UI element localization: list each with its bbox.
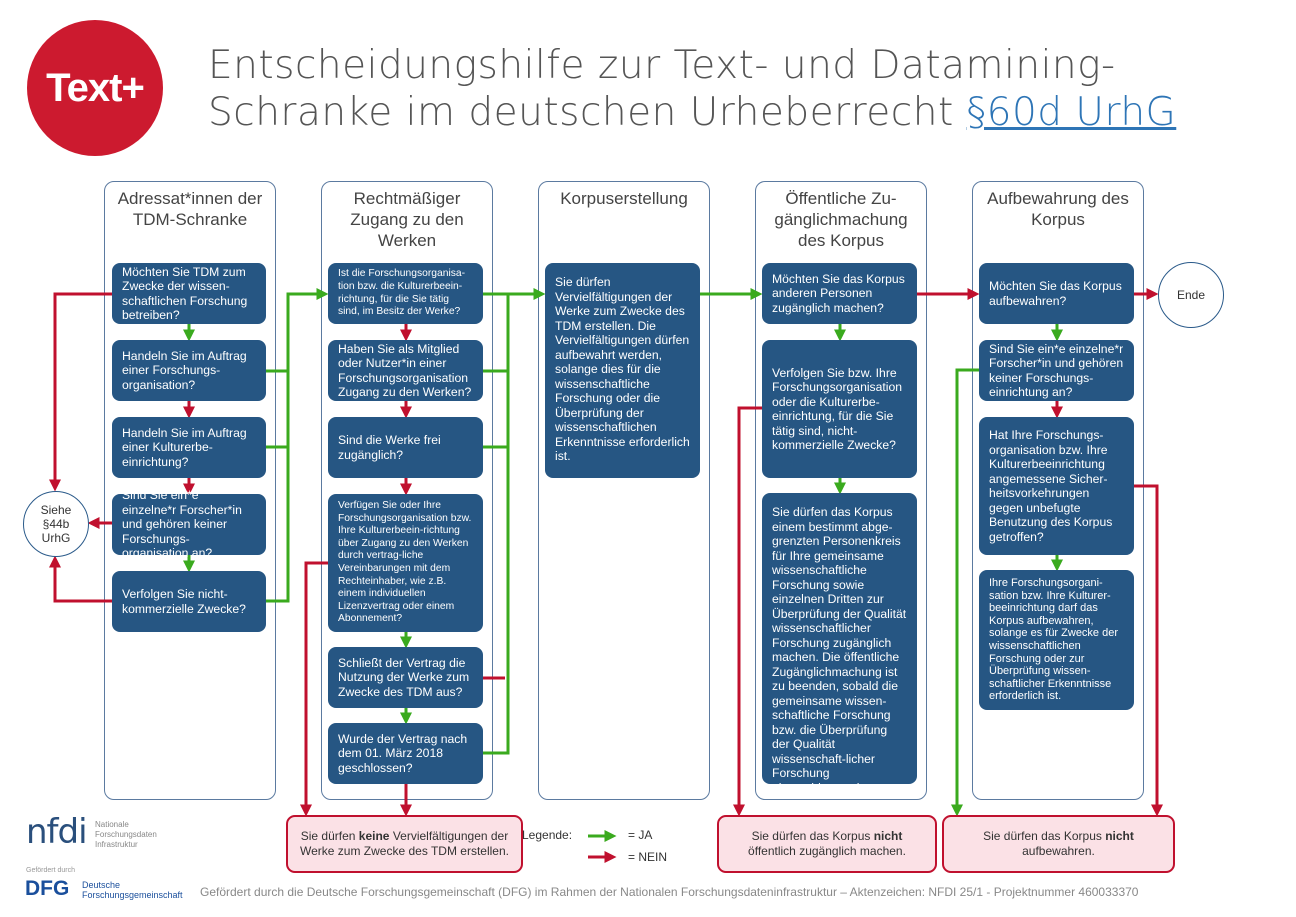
title-line-1: Entscheidungshilfe zur Text- und Datamin… [208,43,1116,88]
question-box: Wurde der Vertrag nach dem 01. März 2018… [328,723,483,784]
column-title: Aufbewahrung des Korpus [987,189,1129,229]
legend-label: Legende: [522,828,573,842]
title-line-2: Schranke im deutschen Urheberrecht [208,90,967,135]
result-no-public-access: Sie dürfen das Korpus nicht öffentlich z… [717,815,937,873]
question-box: Haben Sie als Mitglied oder Nutzer*in ei… [328,340,483,401]
question-box: Möchten Sie das Korpus aufbewahren? [979,263,1134,324]
page-title: Entscheidungshilfe zur Text- und Datamin… [208,42,1176,136]
dfg-logo: DFG [25,877,70,900]
question-box: Ist die Forschungsorganisa-tion bzw. die… [328,263,483,324]
column-title: Öffentliche Zu-gänglichmachung des Korpu… [774,189,908,250]
question-box: Handeln Sie im Auftrag einer Kulturerbe-… [112,417,266,478]
question-box: Möchten Sie das Korpus anderen Personen … [762,263,917,324]
question-box: Schließt der Vertrag die Nutzung der Wer… [328,647,483,708]
question-box: Sind die Werke frei zugänglich? [328,417,483,478]
question-box: Handeln Sie im Auftrag einer Forschungs-… [112,340,266,401]
question-box: Möchten Sie TDM zum Zwecke der wissen-sc… [112,263,266,324]
question-box: Sind Sie ein*e einzelne*r Forscher*in un… [979,340,1134,401]
question-box: Verfolgen Sie nicht-kommerzielle Zwecke? [112,571,266,632]
column-title: Rechtmäßiger Zugang zu den Werken [350,189,464,250]
funded-by: Gefördert durch [26,867,76,874]
result-no-copies: Sie dürfen keine Vervielfältigungen der … [286,815,523,873]
siehe-text: Siehe [40,503,72,517]
column-title: Korpuserstellung [560,189,688,208]
nfdi-logo: nfdi [26,812,88,852]
info-box: Sie dürfen Vervielfältigungen der Werke … [545,263,700,478]
end-node: Ende [1158,262,1224,328]
question-box: Verfolgen Sie bzw. Ihre Forschungsorgani… [762,340,917,478]
question-box: Verfügen Sie oder Ihre Forschungsorganis… [328,494,483,632]
result-no-storage: Sie dürfen das Korpus nicht aufbewahren. [942,815,1175,873]
info-box: Sie dürfen das Korpus einem bestimmt abg… [762,493,917,795]
question-box: Sind Sie ein*e einzelne*r Forscher*in un… [112,488,266,560]
info-box: Ihre Forschungsorgani-sation bzw. Ihre K… [979,570,1134,710]
siehe-paragraph: §44b [42,517,70,531]
siehe-law: UrhG [41,531,71,545]
legend-no: = NEIN [628,850,668,864]
question-box: Hat Ihre Forschungs-organisation bzw. Ih… [979,417,1134,555]
footer-text: Gefördert durch die Deutsche Forschungsg… [200,885,1139,899]
legend-yes: = JA [628,828,653,842]
urhg-link[interactable]: §60d UrhG [966,90,1177,135]
text-plus-logo: Text+ [27,20,163,156]
column-title: Adressat*innen der TDM-Schranke [117,189,263,229]
